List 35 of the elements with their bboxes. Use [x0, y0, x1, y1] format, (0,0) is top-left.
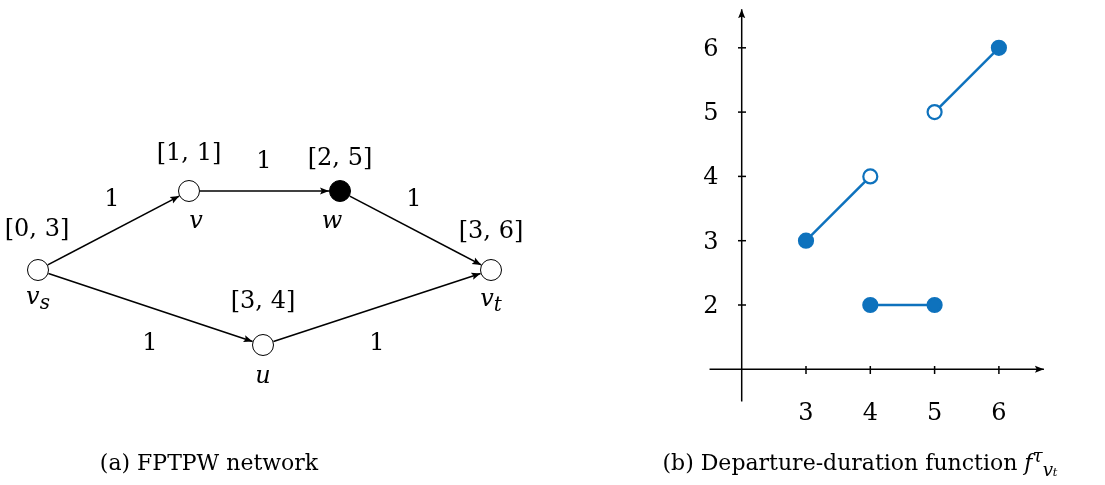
edge-label: 1 [104, 186, 120, 210]
interval-label: [3, 4] [230, 288, 296, 312]
tick-label: 3 [798, 398, 814, 426]
node-label: v$_{t}$ [480, 285, 502, 315]
tick-label: 2 [703, 291, 719, 319]
interval-label: [3, 6] [458, 218, 524, 242]
interval-label: [0, 3] [4, 216, 70, 240]
node-circle [252, 334, 274, 356]
arrow [272, 272, 482, 343]
interval-label: [1, 1] [156, 140, 222, 164]
node-circle [27, 259, 49, 281]
tick-label: 4 [862, 398, 878, 426]
edge-label: 1 [406, 186, 422, 210]
edge-label: 1 [256, 148, 272, 172]
filled-node-circle [329, 180, 351, 202]
node-circle [480, 259, 502, 281]
tick-label: 6 [991, 398, 1007, 426]
node-label: v$_{s}$ [26, 283, 50, 313]
node-label: v [189, 208, 203, 232]
arrow [348, 195, 483, 266]
arrow [47, 272, 254, 343]
tick-label: 5 [703, 98, 719, 127]
node-circle [178, 180, 200, 202]
tick-label: 3 [703, 226, 719, 255]
tick-label: 6 [703, 33, 719, 62]
edge-label: 1 [142, 330, 158, 354]
node-label: u [255, 363, 271, 387]
tick-label: 4 [703, 162, 719, 191]
interval-label: [2, 5] [307, 145, 373, 169]
caption: (a) FPTPW network [99, 452, 319, 474]
edge-label: 1 [369, 330, 385, 354]
tick-label: 5 [926, 398, 943, 426]
arrow [199, 187, 330, 195]
arrow [46, 195, 181, 266]
node-label: w [321, 208, 343, 232]
